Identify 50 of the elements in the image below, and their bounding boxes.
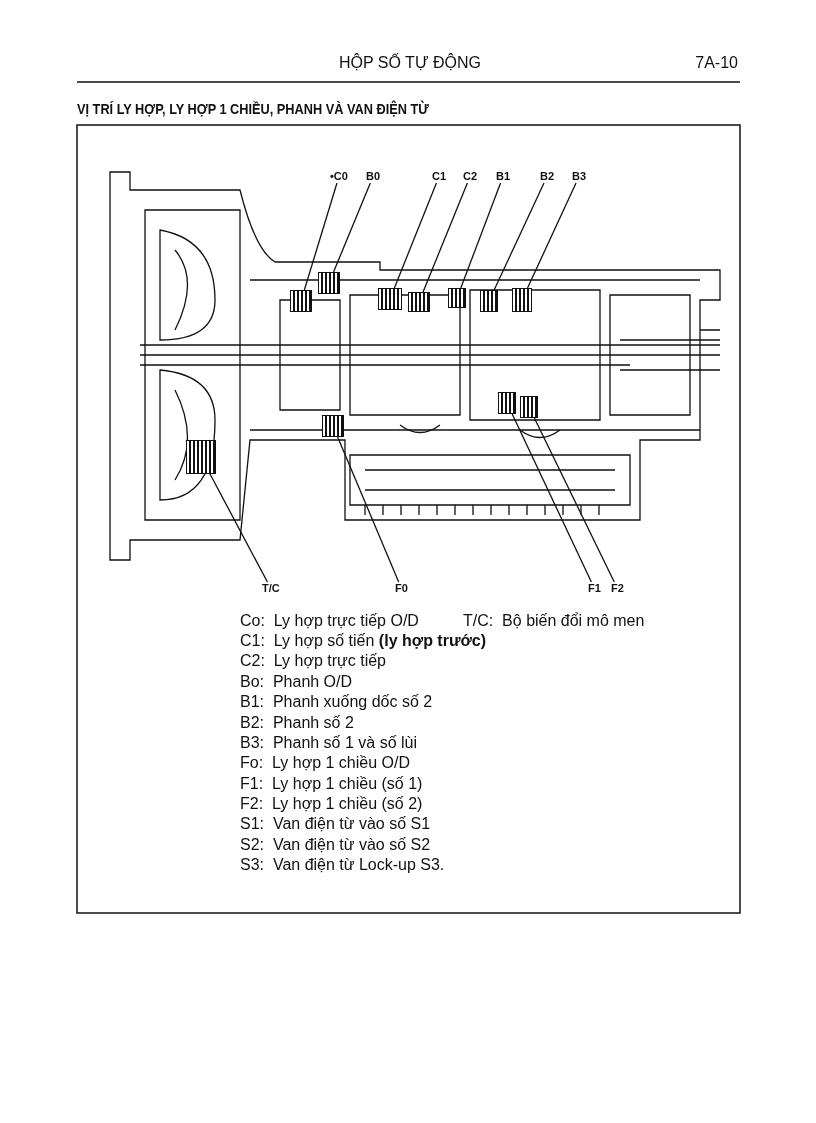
torque-converter-drawing [186,440,216,474]
callout-label: C2 [463,170,478,183]
one-way-clutch-drawing [498,392,516,414]
legend-text: S2: Van điện từ vào số S2 [240,836,431,855]
clutch-pack-drawing [290,290,312,312]
legend-text: C1: Ly hợp số tiến (ly hợp trước) [240,632,487,651]
one-way-clutch-drawing [520,396,538,418]
leader-line [526,182,577,289]
callout-label: B3 [572,170,587,183]
legend-text: B2: Phanh số 2 [240,714,354,733]
leader-line [337,436,400,583]
leader-line [303,182,338,291]
callout-label: B1 [496,170,511,183]
legend-text: B1: Phanh xuống dốc số 2 [240,693,433,712]
leader-line [422,182,469,293]
one-way-clutch-drawing [322,415,344,437]
legend-text: S1: Van điện từ vào số S1 [240,815,431,834]
leader-line [511,413,592,583]
legend-text: Bo: Phanh O/D [240,673,353,692]
leader-line [533,417,615,583]
callout-label: F1 [588,582,601,595]
brake-pack-drawing [480,290,498,312]
section-heading: VỊ TRÍ LY HỢP, LY HỢP 1 CHIỀU, PHANH VÀ VAN ĐIỆN TỪ [77,100,429,118]
brake-pack-drawing [512,288,532,312]
legend-text: F1: Ly hợp 1 chiều (số 1) [240,775,423,794]
page-header: HỘP SỐ TỰ ĐỘNG [339,54,481,73]
callout-label: B0 [366,170,381,183]
leader-line [393,182,438,289]
legend-text: Co: Ly hợp trực tiếp O/D [240,612,419,631]
clutch-pack-drawing [378,288,402,310]
legend-text: S3: Van điện từ Lock-up S3. [240,856,445,875]
brake-pack-drawing [318,272,340,294]
clutch-pack-drawing [408,292,430,312]
legend-text: F2: Ly hợp 1 chiều (số 2) [240,795,423,814]
page-number: 7A-10 [695,54,738,73]
leader-line [209,473,269,583]
leader-line [460,182,502,289]
legend-text: C2: Ly hợp trực tiếp [240,652,386,671]
callout-label: •C0 [330,170,348,183]
legend-text: B3: Phanh số 1 và số lùi [240,734,417,753]
callout-label: T/C [262,582,280,595]
leader-line [332,182,371,273]
callout-label: F2 [611,582,624,595]
legend-text: T/C: Bộ biến đổi mô men [463,612,645,631]
legend-text: Fo: Ly hợp 1 chiều O/D [240,754,410,773]
callout-label: F0 [395,582,408,595]
brake-pack-drawing [448,288,466,308]
callout-label: C1 [432,170,447,183]
leader-line [493,182,545,291]
callout-label: B2 [540,170,555,183]
